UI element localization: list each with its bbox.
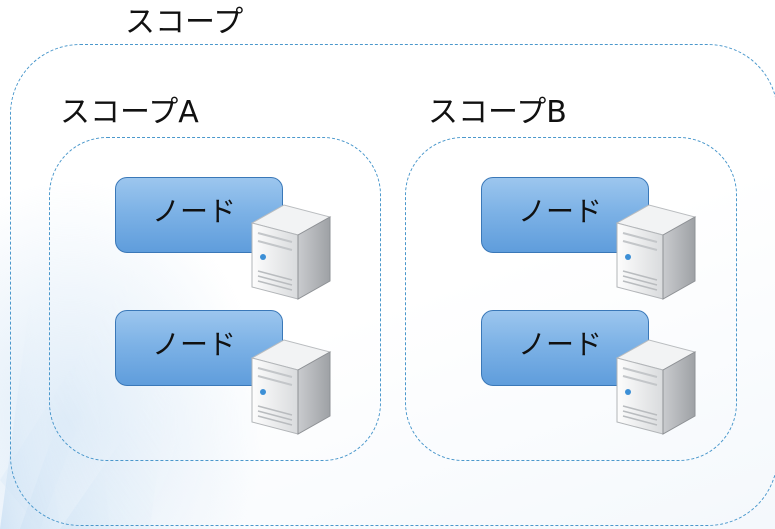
- scope-a-boundary: [49, 137, 381, 461]
- outer-scope-boundary: [10, 44, 775, 526]
- node-label: ノード: [518, 195, 603, 228]
- server-icon: [615, 204, 697, 300]
- node-label: ノード: [152, 328, 237, 361]
- server-icon: [250, 339, 332, 435]
- node-label: ノード: [152, 195, 237, 228]
- scope-b-boundary: [405, 137, 737, 461]
- server-icon: [615, 339, 697, 435]
- node-label: ノード: [518, 328, 603, 361]
- scope-b-label: スコープB: [428, 95, 567, 130]
- outer-scope-label: スコープ: [125, 5, 244, 40]
- scope-a-label: スコープA: [60, 95, 199, 130]
- server-icon: [250, 204, 332, 300]
